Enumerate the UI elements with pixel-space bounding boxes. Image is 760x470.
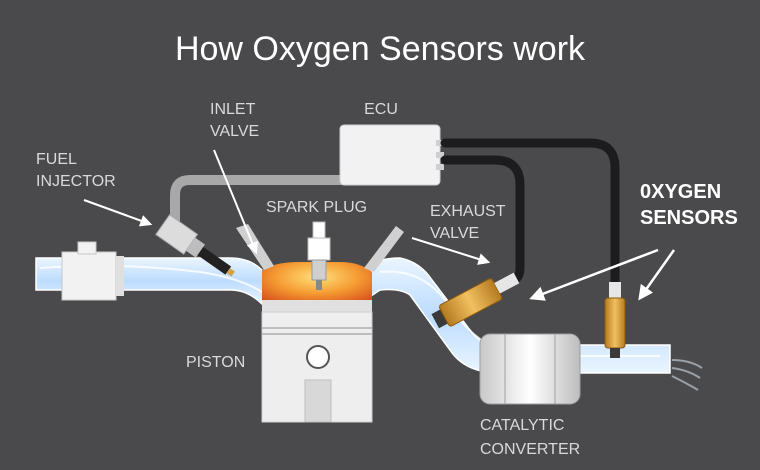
inlet-valve-label-line2: VALVE: [210, 123, 259, 140]
fuel-injector-arrow: [83, 199, 153, 227]
piston-pin: [306, 345, 330, 369]
downstream-oxygen-sensor: [604, 282, 626, 358]
diagram-title: How Oxygen Sensors work: [175, 30, 586, 68]
fuel-injector: [155, 214, 235, 277]
oxygen-sensors-label-line1: 0XYGEN: [640, 181, 721, 203]
piston-rings: [262, 300, 372, 312]
oxygen-sensor-arrow-downstream: [638, 249, 676, 301]
upstream-sensor-wire: [440, 155, 525, 287]
exhaust-valve-label-line2: VALVE: [430, 225, 479, 242]
exhaust-valve-label-line1: EXHAUST: [430, 203, 506, 220]
spark-plug: [307, 221, 331, 290]
oxygen-sensors-label-line2: SENSORS: [640, 207, 738, 229]
inlet-valve-label-line1: INLET: [210, 101, 256, 118]
catalytic-converter: [479, 333, 581, 405]
mass-air-flow-sensor: [61, 241, 124, 301]
ecu-unit: [339, 124, 444, 186]
piston-label: PISTON: [186, 354, 245, 371]
fuel-injector-label-line2: INJECTOR: [36, 173, 116, 190]
fuel-injector-label-line1: FUEL: [36, 151, 77, 168]
catalytic-converter-label-line2: CONVERTER: [480, 441, 580, 458]
ecu-label: ECU: [364, 101, 398, 118]
upstream-oxygen-sensor: [431, 272, 520, 329]
engine-cylinder: [261, 262, 373, 423]
exhaust-outlet-flow: [671, 359, 703, 391]
spark-plug-label: SPARK PLUG: [266, 199, 367, 216]
oxygen-sensor-arrow-upstream: [529, 248, 659, 301]
catalytic-converter-label-line1: CATALYTIC: [480, 417, 564, 434]
downstream-sensor-wire: [440, 138, 620, 290]
exhaust-valve-arrow: [411, 237, 491, 265]
inlet-valve-arrow: [213, 149, 258, 255]
connecting-rod: [304, 379, 332, 423]
exhaust-valve: [364, 226, 404, 272]
fuel-line: [170, 175, 350, 230]
